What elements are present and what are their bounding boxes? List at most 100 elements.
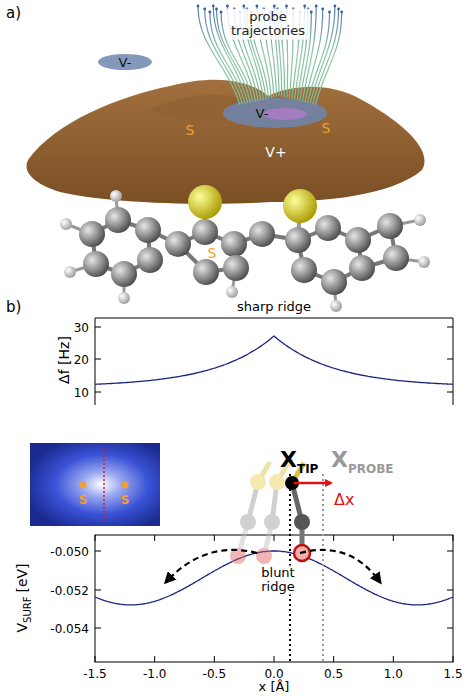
axis-title-group: VSURF[eV]	[13, 563, 31, 632]
curve-label-group: sharp ridge	[237, 297, 311, 315]
tick-label: -0.050	[50, 545, 89, 559]
position-label: X	[331, 447, 348, 472]
tick-label: 20	[74, 353, 89, 367]
shift-label: Δx	[334, 490, 354, 509]
trajectory-start	[197, 5, 200, 8]
tick-label-group: -0.052	[50, 581, 89, 599]
atom-label: S	[79, 494, 88, 506]
vsurf-curve	[95, 551, 453, 605]
hydrogen-atom	[118, 292, 130, 304]
position-label-group: XPROBE	[331, 448, 394, 472]
tick-label: -0.5	[203, 667, 226, 681]
negative-core	[263, 108, 307, 120]
tick-label-group: 1.5	[443, 664, 462, 682]
tip-schematic	[230, 462, 331, 564]
tick-label-group: 20	[74, 350, 89, 368]
position-label: PROBE	[348, 462, 394, 476]
carbon-atom	[321, 269, 347, 295]
tick	[447, 628, 453, 629]
axis-title: Δf [Hz]	[56, 336, 72, 384]
shift-label-group: Δx	[334, 491, 354, 509]
hydrogen-atom	[330, 300, 342, 312]
tick	[95, 535, 96, 541]
curve-label: sharp ridge	[237, 299, 311, 314]
carbon-atom	[377, 213, 403, 239]
tick-label: 1.5	[443, 667, 462, 681]
tick-label-group: -0.050	[50, 542, 89, 560]
carbon-atom	[192, 219, 218, 245]
potential-label: V+	[265, 144, 286, 160]
trajectory-start	[256, 5, 259, 8]
atom-label: S	[322, 120, 331, 136]
tick-label: -0.052	[50, 584, 89, 598]
tick-label: 1.0	[384, 667, 403, 681]
tick	[95, 327, 101, 328]
tick	[333, 535, 334, 541]
carbon-atom	[221, 231, 247, 257]
tick-label-group: -0.5	[203, 664, 226, 682]
tick	[154, 535, 155, 541]
tick	[154, 656, 155, 662]
trajectory-start	[315, 5, 318, 8]
tick-label: 0.5	[324, 667, 343, 681]
probe-label: probe trajectories	[227, 9, 309, 40]
tick-label-group: 0.0	[264, 664, 283, 682]
trajectory-start	[215, 8, 218, 11]
axis-title: x [Å]	[259, 679, 290, 694]
tick	[453, 535, 454, 541]
carbon-atom	[383, 245, 409, 271]
cut-line	[103, 447, 105, 522]
tick-label-group: 0.5	[324, 664, 343, 682]
hydrogen-atom	[414, 214, 426, 226]
trajectory-start	[208, 11, 211, 14]
potential-surface	[26, 80, 424, 204]
carbon-atom	[193, 259, 219, 285]
tick-label-group: -1.0	[143, 664, 166, 682]
trajectory-start	[334, 5, 337, 8]
tick	[274, 656, 275, 662]
hydrogen-atom	[64, 266, 76, 278]
axis-title-group: Δf [Hz]	[55, 336, 73, 384]
carbon-atom	[83, 251, 109, 277]
hydrogen-atom	[418, 256, 430, 268]
tick-label-group: 10	[74, 383, 89, 401]
curve-label-group: blunt ridge	[255, 566, 301, 595]
position-label: X	[280, 447, 297, 472]
sulfur-atom	[283, 189, 317, 223]
tick	[95, 656, 96, 662]
inset-image	[30, 443, 160, 526]
molecule	[60, 185, 430, 312]
trajectory-start	[220, 11, 223, 14]
trajectory-start	[321, 8, 324, 11]
carbon-atom	[315, 215, 341, 241]
plot-frame	[95, 318, 453, 405]
atom-label-group: S	[186, 121, 195, 139]
axis-title: V	[14, 623, 30, 633]
trajectory	[315, 12, 341, 104]
trajectory-start	[203, 8, 206, 11]
tick-label-group: 30	[74, 318, 89, 336]
position-label: TIP	[297, 462, 318, 476]
tick	[333, 656, 334, 662]
tick-label: 30	[74, 321, 89, 335]
carbon-atom	[165, 231, 191, 257]
carbon-atom	[79, 221, 105, 247]
carbon-atom	[223, 255, 249, 281]
curve-label: blunt ridge	[255, 566, 301, 595]
tick	[95, 551, 101, 552]
spread-arrow	[300, 550, 380, 582]
tick	[95, 628, 101, 629]
potential-label: V-	[256, 106, 269, 121]
trajectory-start	[310, 11, 313, 14]
trajectory	[308, 12, 330, 103]
carbon-atom	[105, 207, 131, 233]
carbon-atom	[285, 227, 311, 253]
tick	[447, 359, 453, 360]
position-label-group: XTIP	[280, 448, 318, 472]
potential-label: V-	[119, 55, 132, 70]
panel-letter: b)	[6, 298, 21, 316]
trajectory-start	[337, 8, 340, 11]
panel-letter-group: b)	[6, 298, 21, 316]
trajectory-start	[242, 5, 245, 8]
tick	[214, 535, 215, 541]
